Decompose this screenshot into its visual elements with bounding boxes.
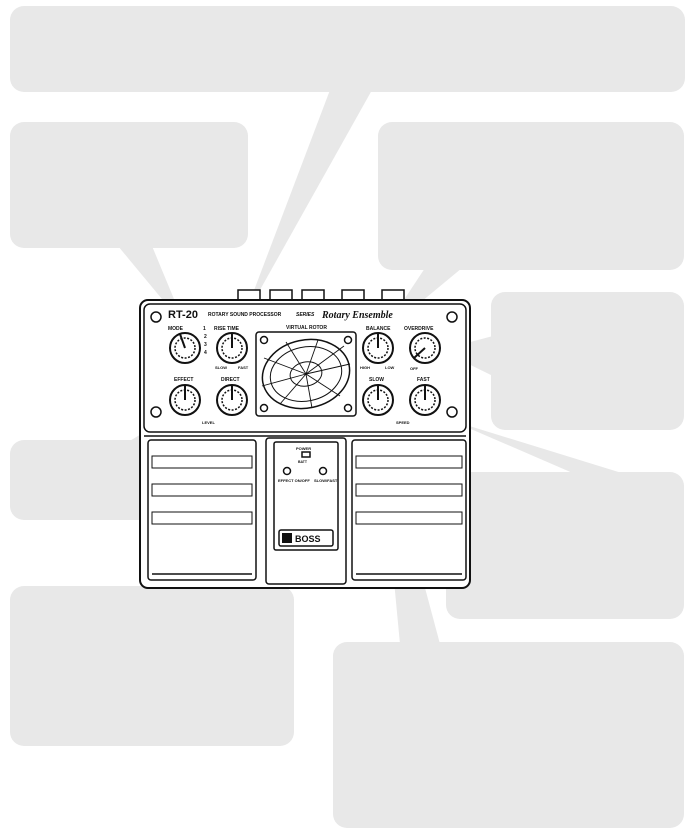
series-label: SERIES bbox=[296, 312, 315, 318]
power-label: POWER bbox=[296, 446, 311, 451]
screw-icon bbox=[446, 406, 458, 418]
model-subtitle: ROTARY SOUND PROCESSOR bbox=[208, 312, 282, 318]
overdrive-label: OVERDRIVE bbox=[404, 326, 434, 332]
slow-fast-label: SLOW/FAST bbox=[314, 478, 338, 483]
screw-icon bbox=[446, 311, 458, 323]
callout-overdrive bbox=[491, 292, 684, 430]
virtual-rotor-label: VIRTUAL ROTOR bbox=[286, 325, 327, 331]
knob-balance[interactable] bbox=[362, 332, 394, 364]
mode-mark-3: 3 bbox=[204, 342, 207, 348]
knob-effect-level[interactable] bbox=[169, 384, 201, 416]
knob-direct-level[interactable] bbox=[216, 384, 248, 416]
rise-fast-label: FAST bbox=[238, 365, 249, 370]
rotor-spokes bbox=[261, 339, 351, 409]
pedal-right[interactable] bbox=[351, 439, 467, 581]
callout-fast bbox=[446, 472, 684, 619]
screw-icon bbox=[150, 311, 162, 323]
overdrive-off-label: OFF bbox=[410, 366, 419, 371]
mode-label: MODE bbox=[168, 326, 184, 332]
mode-mark-2: 2 bbox=[204, 334, 207, 340]
balance-label: BALANCE bbox=[366, 326, 391, 332]
rise-slow-label: SLOW bbox=[215, 365, 227, 370]
knob-rise-time[interactable] bbox=[216, 332, 248, 364]
direct-label: DIRECT bbox=[221, 377, 240, 383]
boss-logo-text: BOSS bbox=[295, 534, 321, 544]
callout-balance bbox=[378, 122, 684, 270]
rise-time-label: RISE TIME bbox=[214, 326, 240, 332]
model-name: RT-20 bbox=[168, 309, 198, 321]
callout-fast-pointer bbox=[450, 420, 625, 474]
knob-overdrive[interactable] bbox=[409, 332, 441, 364]
pedal-body bbox=[139, 289, 471, 589]
callout-slow bbox=[333, 642, 684, 828]
level-label: LEVEL bbox=[202, 420, 215, 425]
power-led bbox=[301, 451, 311, 458]
callout-top-pointer bbox=[242, 90, 372, 322]
knob-slow-speed[interactable] bbox=[362, 384, 394, 416]
effect-onoff-label: EFFECT ON/OFF bbox=[278, 478, 310, 483]
effect-label: EFFECT bbox=[174, 377, 193, 383]
brand-script: Rotary Ensemble bbox=[321, 310, 393, 321]
callout-top bbox=[10, 6, 685, 92]
balance-low-label: LOW bbox=[385, 365, 395, 370]
fast-label: FAST bbox=[417, 377, 430, 383]
mode-mark-1: 1 bbox=[203, 326, 206, 332]
effect-led bbox=[282, 466, 292, 476]
power-batt-label: BATT bbox=[298, 460, 308, 464]
slow-label: SLOW bbox=[369, 377, 384, 383]
speed-label: SPEED bbox=[396, 420, 410, 425]
rotor-icon bbox=[261, 338, 351, 410]
knob-mode[interactable] bbox=[169, 332, 201, 364]
balance-high-label: HIGH bbox=[360, 365, 370, 370]
callout-direct bbox=[10, 586, 294, 746]
boss-logo bbox=[278, 529, 334, 547]
mode-mark-4: 4 bbox=[204, 350, 207, 356]
callout-mode bbox=[10, 122, 248, 248]
screw-icon bbox=[150, 406, 162, 418]
pedal-left[interactable] bbox=[147, 439, 257, 581]
speed-led bbox=[318, 466, 328, 476]
knob-fast-speed[interactable] bbox=[409, 384, 441, 416]
